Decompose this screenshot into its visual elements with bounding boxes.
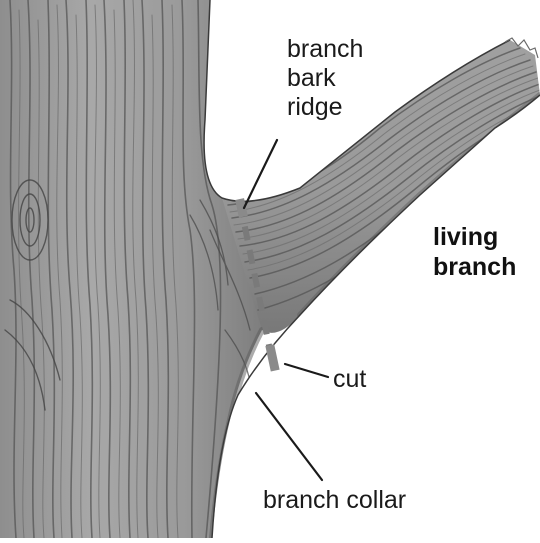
label-branch-bark-ridge: branch bark ridge	[287, 35, 363, 122]
label-living-branch: living branch	[433, 222, 516, 282]
label-line: branch	[287, 35, 363, 64]
label-line: ridge	[287, 93, 363, 122]
label-line: living	[433, 222, 516, 252]
label-cut: cut	[333, 365, 366, 394]
leader-line-cut	[285, 364, 328, 377]
leader-line-branch-collar	[256, 393, 322, 480]
label-line: bark	[287, 64, 363, 93]
label-line: branch	[433, 252, 516, 282]
label-branch-collar: branch collar	[263, 486, 406, 515]
living-branch-shape	[222, 40, 540, 333]
